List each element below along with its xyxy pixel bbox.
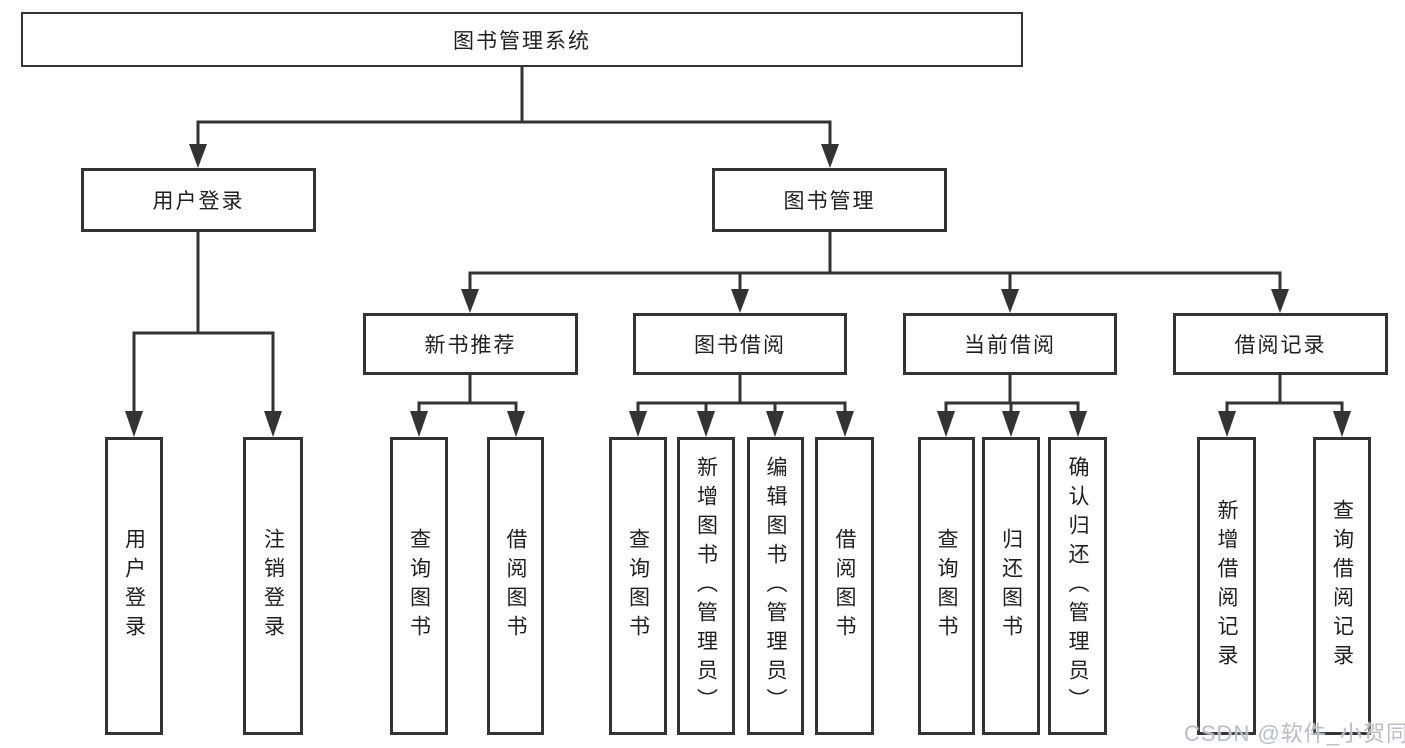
arrowhead [1001,289,1019,313]
leaf-borrow-book-2: 借阅图书 [815,437,874,735]
leaf-label: 借阅图书 [504,528,527,644]
arrowhead [1218,411,1236,437]
arrowhead [1271,289,1289,313]
leaf-query-book-2: 查询图书 [609,437,667,735]
node-label: 图书管理系统 [453,29,591,53]
node-root-system: 图书管理系统 [21,12,1023,67]
node-label: 用户登录 [152,190,245,213]
leaf-label: 新增图书（管理员） [694,455,718,717]
leaf-label: 借阅图书 [833,528,856,644]
node-borrow-record: 借阅记录 [1173,313,1388,375]
leaf-label: 确认归还（管理员） [1066,455,1089,717]
arrowhead [731,289,749,313]
arrowhead [937,411,955,437]
node-label: 图书管理 [783,190,876,213]
leaf-query-borrow-record: 查询借阅记录 [1313,437,1371,735]
leaf-add-book-admin: 新增图书（管理员） [677,437,735,735]
arrowhead [189,144,207,168]
arrowhead [821,144,839,168]
leaf-label: 查询图书 [407,528,431,644]
leaf-label: 查询借阅记录 [1330,499,1354,673]
leaf-return-book: 归还图书 [982,437,1040,735]
arrowhead [1069,411,1087,437]
node-current-borrow: 当前借阅 [903,313,1117,375]
arrowhead [264,411,282,437]
arrowhead [1002,411,1020,437]
arrowhead [629,411,647,437]
arrowhead [507,411,525,437]
leaf-query-book-1: 查询图书 [390,437,448,735]
node-label: 图书借阅 [694,334,786,357]
node-book-borrow: 图书借阅 [633,313,847,375]
node-user-login: 用户登录 [81,168,316,232]
leaf-borrow-book-1: 借阅图书 [487,437,544,735]
arrowhead [697,411,715,437]
leaf-label: 查询图书 [935,528,958,644]
leaf-label: 查询图书 [626,528,650,644]
leaf-logout: 注销登录 [243,437,303,735]
leaf-query-book-3: 查询图书 [918,437,975,735]
leaf-add-borrow-record: 新增借阅记录 [1197,437,1256,735]
node-label: 新书推荐 [424,334,517,357]
csdn-watermark: CSDN @软件_小贺同学 [1184,721,1405,746]
leaf-confirm-return-admin: 确认归还（管理员） [1048,437,1107,735]
arrowhead [836,411,854,437]
node-new-book-recommend: 新书推荐 [363,313,578,375]
arrowhead [461,289,479,313]
leaf-label: 归还图书 [999,528,1023,644]
leaf-label: 注销登录 [261,528,285,644]
leaf-edit-book-admin: 编辑图书（管理员） [747,437,804,735]
arrowhead [125,411,143,437]
node-label: 当前借阅 [964,334,1056,357]
leaf-user-login: 用户登录 [105,437,163,735]
node-book-management: 图书管理 [712,168,947,232]
node-label: 借阅记录 [1234,334,1327,357]
arrowhead [410,411,428,437]
leaf-label: 编辑图书（管理员） [764,455,787,717]
arrowhead [1333,411,1351,437]
arrowhead [766,411,784,437]
leaf-label: 用户登录 [122,528,146,644]
leaf-label: 新增借阅记录 [1215,499,1238,673]
